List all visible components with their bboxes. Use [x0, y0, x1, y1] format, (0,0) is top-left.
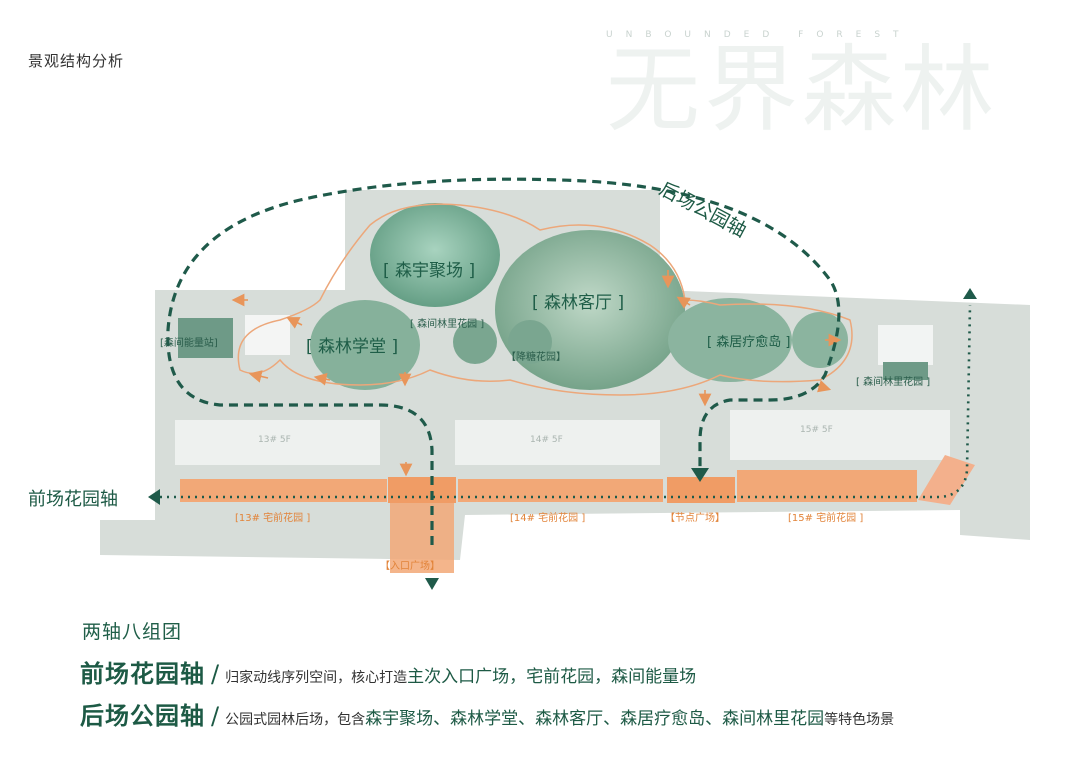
summary-front-desc: 归家动线序列空间，核心打造: [225, 670, 408, 686]
label-building-14: 14# 5F: [530, 435, 563, 445]
label-sen-lin-keting: [ 森林客厅 ]: [532, 293, 624, 313]
summary-back-desc-b: 等特色场景: [824, 712, 895, 728]
zone-sen-yu: [370, 203, 500, 307]
label-node-plaza: 【节点广场】: [665, 511, 725, 524]
summary-title: 两轴八组团: [82, 621, 183, 643]
back-axis-arrowhead: [691, 468, 709, 482]
watermark-english: UNBOUNDED FOREST: [606, 30, 912, 40]
label-garden-15: [15# 宅前花园 ]: [788, 511, 863, 524]
label-building-13: 13# 5F: [258, 435, 291, 445]
front-axis-arrow-left: [148, 489, 160, 505]
summary-line-front: 前场花园轴 / 归家动线序列空间，核心打造 主次入口广场，宅前花园，森间能量场: [80, 654, 696, 689]
summary-back-slash: /: [211, 702, 220, 730]
label-linli-garden-center: [ 森间林里花园 ]: [410, 317, 484, 330]
summary-back-highlight: 森宇聚场、森林学堂、森林客厅、森居疗愈岛、森间林里花园: [365, 709, 825, 729]
label-sen-lin-xuetang: [ 森林学堂 ]: [306, 337, 398, 357]
zone-sen-lin-xuetang: [310, 300, 420, 390]
entrance-axis-arrowhead: [425, 578, 439, 590]
summary-front-slash: /: [211, 660, 220, 688]
energy-station-block: [178, 318, 233, 358]
summary-back-desc-a: 公园式园林后场，包含: [225, 712, 366, 728]
entrance-plaza: [390, 503, 454, 573]
page-label: 景观结构分析: [28, 52, 125, 70]
label-sen-ju: [ 森居疗愈岛 ]: [707, 334, 790, 350]
summary-front-axis: 前场花园轴: [80, 660, 205, 688]
strip-corner: [918, 455, 975, 505]
linli-garden-block: [883, 362, 928, 380]
structure-left: [245, 315, 290, 355]
front-axis-arrow-up: [963, 288, 977, 299]
label-back-axis: 后场公园轴: [656, 178, 750, 242]
summary-front-highlight: 主次入口广场，宅前花园，森间能量场: [407, 667, 697, 687]
summary-line-back: 后场公园轴 / 公园式园林后场，包含 森宇聚场、森林学堂、森林客厅、森居疗愈岛、…: [80, 696, 894, 731]
orange-paths: [237, 203, 853, 396]
zone-sen-ju: [668, 298, 792, 382]
watermark-chinese: 无界森林: [606, 36, 999, 145]
back-axis-loop: [166, 177, 841, 545]
strip-13: [180, 479, 387, 502]
zone-tang-garden: [508, 320, 552, 364]
label-front-axis: 前场花园轴: [28, 489, 118, 510]
strip-14: [458, 479, 663, 502]
building-14: [455, 420, 660, 465]
building-15: [730, 410, 950, 460]
label-entrance-plaza: 【入口广场】: [380, 559, 440, 572]
label-tang-garden: 【降糖花园】: [506, 350, 566, 363]
building-13: [175, 420, 380, 465]
label-building-15: 15# 5F: [800, 425, 833, 435]
zone-sen-ju-small: [792, 312, 848, 368]
label-energy-station: [森间能量站]: [160, 336, 218, 349]
zone-linli-garden: [453, 320, 497, 364]
strip-entrance: [388, 477, 456, 503]
label-garden-13: [13# 宅前花园 ]: [235, 511, 310, 524]
label-linli-garden-right: [ 森间林里花园 ]: [856, 375, 930, 388]
structure-right: [878, 325, 933, 365]
strip-node: [667, 477, 735, 503]
label-sen-yu: [ 森宇聚场 ]: [383, 261, 475, 281]
landscape-plan: [ 森宇聚场 ] [ 森林客厅 ] [ 森林学堂 ] [ 森居疗愈岛 ] [ 森…: [28, 177, 1030, 590]
zone-shapes: [310, 203, 848, 390]
label-garden-14: [14# 宅前花园 ]: [510, 511, 585, 524]
summary-back-axis: 后场公园轴: [80, 702, 205, 730]
